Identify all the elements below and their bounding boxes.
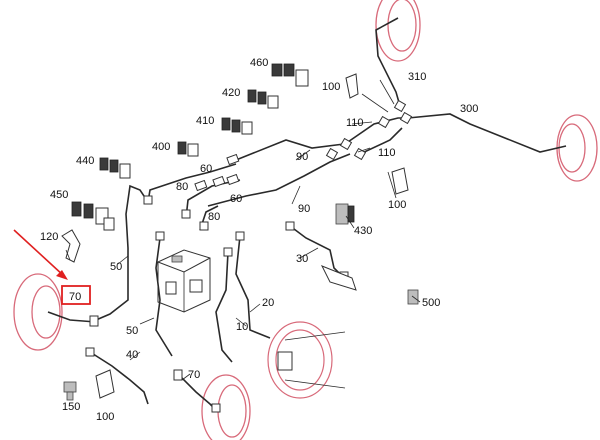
- clip-420: [247, 89, 279, 109]
- label-150: 150: [62, 401, 80, 413]
- label-310: 310: [408, 71, 426, 83]
- clip-440: [99, 157, 131, 179]
- label-420: 420: [222, 87, 240, 99]
- label-10: 10: [236, 321, 248, 333]
- label-400: 400: [152, 141, 170, 153]
- label-110-lower: 110: [378, 147, 396, 159]
- label-80-lower: 80: [208, 211, 220, 223]
- bracket-100-upper: [345, 73, 359, 99]
- label-80-upper: 80: [176, 181, 188, 193]
- label-90-upper: 90: [296, 151, 308, 163]
- brake-booster: [267, 321, 346, 399]
- label-460: 460: [250, 57, 268, 69]
- pipe-fittings: [85, 99, 413, 413]
- label-100-right: 100: [388, 199, 406, 211]
- label-100-upper: 100: [322, 81, 340, 93]
- label-40: 40: [126, 349, 138, 361]
- label-60-lower: 60: [230, 193, 242, 205]
- sensor-430: [335, 203, 355, 225]
- hydraulic-unit: [157, 249, 211, 313]
- clip-450: [71, 201, 115, 231]
- label-120: 120: [40, 231, 58, 243]
- label-60-upper: 60: [200, 163, 212, 175]
- bolt-150: [63, 381, 77, 401]
- label-50-lower: 50: [126, 325, 138, 337]
- bracket-30-plate: [320, 265, 357, 291]
- bracket-100-right: [391, 167, 409, 195]
- label-410: 410: [196, 115, 214, 127]
- bracket-120: [61, 229, 81, 263]
- label-430: 430: [354, 225, 372, 237]
- clip-400: [177, 141, 199, 157]
- label-100-lower: 100: [96, 411, 114, 423]
- leader-lines: [65, 79, 421, 381]
- label-50-left: 50: [110, 261, 122, 273]
- highlight-box: [61, 285, 91, 305]
- bracket-100-lower: [95, 369, 115, 399]
- label-30: 30: [296, 253, 308, 265]
- wheel-rear-right: [556, 114, 598, 182]
- label-70-lower: 70: [188, 369, 200, 381]
- label-440: 440: [76, 155, 94, 167]
- label-90-lower: 90: [298, 203, 310, 215]
- label-500: 500: [422, 297, 440, 309]
- wheel-front-left: [13, 273, 63, 351]
- label-20: 20: [262, 297, 274, 309]
- label-450: 450: [50, 189, 68, 201]
- label-70-highlight: 70: [69, 291, 81, 303]
- clip-460: [271, 63, 309, 87]
- clip-410: [221, 117, 253, 135]
- label-300: 300: [460, 103, 478, 115]
- wheel-rear-top: [375, 0, 421, 62]
- highlight-arrow: [13, 229, 68, 280]
- label-110-upper: 110: [346, 117, 364, 129]
- wheel-front-bottom: [201, 374, 251, 440]
